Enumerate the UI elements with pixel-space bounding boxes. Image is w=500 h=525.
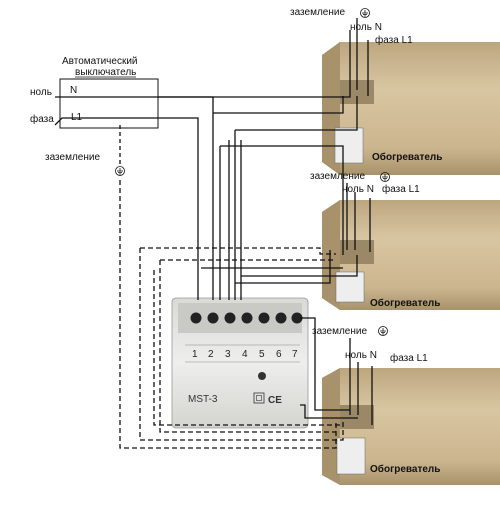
circuit-breaker: Автоматический выключатель ноль фаза N L…	[30, 56, 159, 176]
neutral-feed-heater-2	[220, 145, 344, 255]
heater-1-name: Обогреватель	[372, 151, 442, 163]
output-wire-heater-3-b	[300, 404, 358, 419]
screw-1	[190, 312, 202, 324]
ground-wire-heater-3c	[159, 260, 336, 433]
phase-wire-breaker-to-controller	[111, 117, 199, 300]
ground-wire-heater-2	[140, 247, 336, 255]
output-wire-heater-3-a	[300, 317, 350, 411]
heater-2-extra-wire	[235, 250, 331, 284]
heater-3-body	[322, 368, 500, 485]
neutral-bus-heater-1	[213, 96, 344, 114]
breaker-ground-label: заземление	[45, 152, 100, 163]
breaker-title-line2: выключатель	[75, 67, 136, 78]
heater-1-neutral-label: ноль N	[350, 22, 382, 33]
double-insulation-icon	[253, 392, 265, 404]
ground-wire-heater-3b	[139, 248, 344, 441]
terminal-3: 3	[225, 349, 231, 360]
screw-4	[241, 312, 253, 324]
heater-1: Обогреватель заземление ноль N фаза L1	[290, 7, 500, 175]
phase-feed-heater-1	[235, 96, 358, 131]
heater-2-name: Обогреватель	[370, 297, 440, 309]
screw-7	[291, 312, 303, 324]
controller-model: MST-3	[188, 394, 218, 405]
heater-3-name: Обогреватель	[370, 463, 440, 475]
breaker-title-line1: Автоматический	[62, 56, 138, 67]
terminal-7: 7	[292, 349, 298, 360]
heater-2-phase-label: фаза L1	[382, 183, 420, 195]
controller-output-wires	[300, 317, 373, 425]
controller-screws	[190, 312, 303, 324]
neutral-wire-breaker	[55, 96, 214, 300]
breaker-phase-label: фаза	[30, 113, 54, 125]
screw-3	[224, 312, 236, 324]
heater-1-body	[322, 42, 500, 175]
heater-2-phase-wire	[241, 255, 358, 277]
heater-1-ground-icon	[360, 8, 370, 18]
controller-mst3: 1 2 3 4 5 6 7 MST-3 CE	[171, 297, 309, 429]
terminal-6: 6	[276, 349, 282, 360]
heater-2: Обогреватель заземление ноль N фаза L1	[310, 171, 500, 310]
terminal-4: 4	[242, 349, 248, 360]
heater-3-terminal-block	[340, 405, 374, 429]
controller-terminal-numbers: 1 2 3 4 5 6 7	[192, 349, 298, 360]
screw-5	[258, 312, 270, 324]
ce-mark: CE	[268, 395, 282, 406]
breaker-neutral-label: ноль	[30, 87, 52, 98]
heater-3-side	[322, 368, 340, 485]
heater-1-phase-label: фаза L1	[375, 34, 413, 46]
breaker-box	[59, 78, 159, 129]
screw-2	[207, 312, 219, 324]
heater-3: Обогреватель заземление ноль N фаза L1	[312, 326, 500, 485]
phase-wire-in	[54, 117, 111, 126]
ground-wires	[119, 180, 344, 449]
controller-indicator	[258, 372, 266, 380]
heater-1-ground-label: заземление	[290, 7, 345, 18]
heater-2-label-plate	[335, 271, 365, 303]
heater-3-ground-label: заземление	[312, 326, 367, 337]
ground-wire-heater-3d	[153, 270, 343, 426]
screw-6	[275, 312, 287, 324]
heater-2-body	[322, 200, 500, 310]
heater-2-neutral-label: ноль N	[342, 184, 374, 195]
heater-3-ground-icon	[378, 326, 388, 336]
double-insulation-icon-inner	[256, 395, 262, 401]
heater-3-label-plate	[336, 437, 366, 475]
neutral-to-heater-1-top	[158, 30, 351, 98]
breaker-ground-icon	[115, 166, 125, 176]
heater-2-ground-label: заземление	[310, 171, 365, 182]
breaker-n-terminal: N	[70, 85, 77, 96]
power-wires	[54, 18, 373, 418]
terminal-5: 5	[259, 349, 265, 360]
terminal-1: 1	[192, 349, 198, 360]
ground-wire-heater-3	[119, 180, 337, 449]
heater-3-neutral-label: ноль N	[345, 350, 377, 361]
terminal-2: 2	[208, 349, 214, 360]
heater-3-phase-label: фаза L1	[390, 352, 428, 364]
